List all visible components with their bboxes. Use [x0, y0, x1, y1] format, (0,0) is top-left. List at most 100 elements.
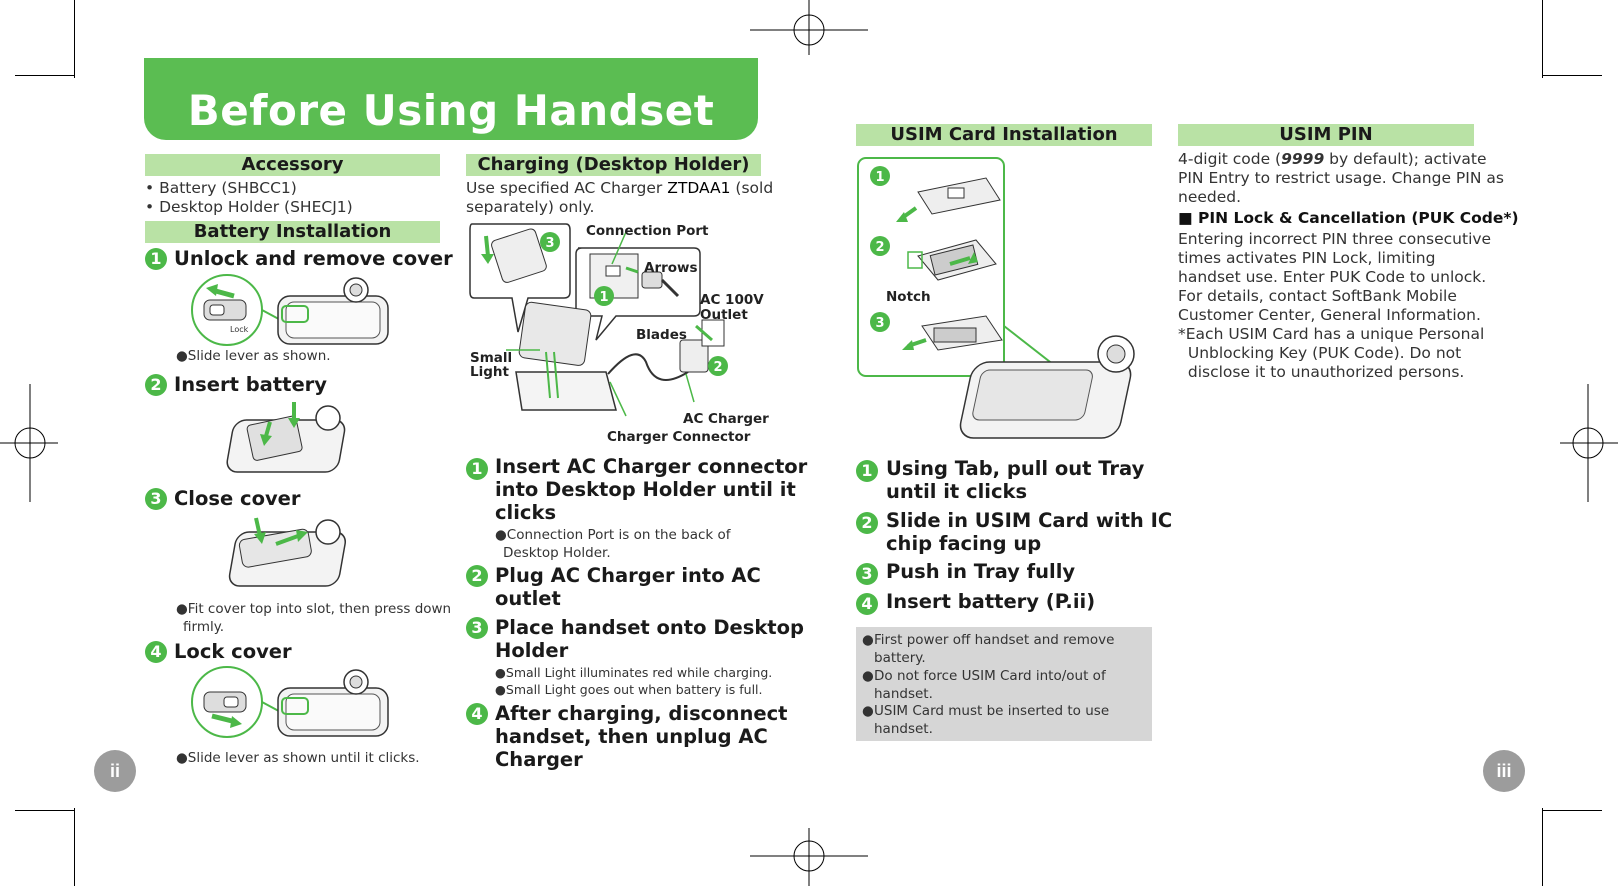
step-text: Insert AC Charger connector [495, 455, 808, 478]
lock-label: Lock [230, 325, 249, 334]
step-text: Insert battery [174, 373, 328, 396]
step-text: Place handset onto Desktop [495, 616, 804, 639]
usim-notes-box [856, 627, 1152, 741]
charging-heading: Charging (Desktop Holder) [466, 154, 761, 176]
step-number: 1 [466, 458, 488, 480]
note-text: handset. [874, 686, 933, 702]
step-note: ●Slide lever as shown. [176, 348, 331, 364]
small-light-label: Light [470, 364, 509, 380]
step-text: until it clicks [886, 480, 1028, 503]
default-pin: 9999 [1281, 150, 1325, 168]
step-number: 3 [856, 563, 878, 585]
note-bullet: ● [862, 668, 874, 684]
notch-label: Notch [886, 289, 931, 305]
lock-cover-illustration [191, 666, 389, 738]
step-note: Desktop Holder. [503, 545, 611, 561]
step-number: 1 [856, 460, 878, 482]
charger-model: ZTDAA1 [667, 179, 731, 197]
pin-lock-subheading: ■ PIN Lock & Cancellation (PUK Code*) [1178, 209, 1519, 227]
step-text: clicks [495, 501, 557, 524]
svg-text:2: 2 [713, 360, 722, 375]
page-title: Before Using Handset [187, 86, 715, 135]
note-bullet: ● [862, 632, 874, 648]
step-note: ●Fit cover top into slot, then press dow… [176, 601, 452, 617]
step-text: Plug AC Charger into AC [495, 564, 761, 587]
charging-intro-text: Use specified AC Charger [466, 179, 668, 197]
charging-intro-text: (sold [730, 179, 774, 197]
page-number-left: ii [94, 750, 136, 792]
step-text: Holder [495, 639, 569, 662]
usim-pin-heading: USIM PIN [1178, 124, 1474, 146]
ac-charger-label: AC Charger [683, 411, 769, 427]
pin-text-part: 4-digit code ( [1178, 150, 1282, 168]
step-text: Using Tab, pull out Tray [886, 457, 1145, 480]
small-light-label: Small [470, 350, 513, 366]
step-number: 1 [145, 248, 167, 270]
insert-battery-illustration [226, 402, 346, 473]
svg-text:1: 1 [599, 290, 608, 305]
crop-mark [74, 808, 75, 886]
step-text: Unlock and remove cover [174, 247, 453, 270]
step-text: chip facing up [886, 532, 1042, 555]
pin-body-line: disclose it to unauthorized persons. [1178, 363, 1465, 381]
step-note: firmly. [183, 619, 225, 635]
step-number: 4 [466, 703, 488, 725]
svg-text:3: 3 [875, 316, 884, 331]
crop-mark [1542, 808, 1543, 886]
step-number: 2 [145, 374, 167, 396]
pin-body-line: For details, contact SoftBank Mobile [1178, 287, 1457, 305]
step-number: 3 [145, 488, 167, 510]
charging-intro: separately) only. [466, 198, 595, 216]
charging-diagram: 3 1 2 [469, 223, 728, 417]
step-note: ●Slide lever as shown until it clicks. [176, 750, 420, 766]
step-text: Slide in USIM Card with IC [886, 509, 1173, 532]
battery-installation-heading: Battery Installation [145, 221, 440, 243]
svg-text:1: 1 [875, 170, 884, 185]
step-note: ●Connection Port is on the back of [495, 527, 731, 543]
pin-body-line: handset use. Enter PUK Code to unlock. [1178, 268, 1487, 286]
note-bullet: ● [862, 703, 874, 719]
pin-text-part: by default); activate [1324, 150, 1487, 168]
svg-text:3: 3 [545, 236, 554, 251]
accessory-item: • Battery (SHBCC1) [145, 179, 297, 197]
step-text: Push in Tray fully [886, 560, 1076, 583]
step-note: ●Small Light illuminates red while charg… [495, 665, 773, 680]
close-cover-illustration [228, 517, 347, 587]
pin-body-line: *Each USIM Card has a unique Personal [1178, 325, 1485, 343]
crop-mark [15, 810, 75, 811]
step-text: Charger [495, 748, 583, 771]
accessory-heading: Accessory [145, 154, 440, 176]
ac-outlet-label: Outlet [700, 307, 748, 323]
crop-mark [15, 75, 75, 76]
step-number: 2 [466, 565, 488, 587]
step-number: 2 [856, 512, 878, 534]
step-note: ●Small Light goes out when battery is fu… [495, 682, 763, 697]
step-number: 4 [856, 593, 878, 615]
step-text: After charging, disconnect [495, 702, 788, 725]
crop-mark [1542, 75, 1602, 76]
note-text: Do not force USIM Card into/out of [874, 668, 1106, 684]
connection-port-label: Connection Port [586, 223, 709, 239]
pin-text: needed. [1178, 188, 1242, 206]
blades-label: Blades [636, 327, 687, 343]
crop-mark [1542, 810, 1602, 811]
ac-outlet-label: AC 100V [700, 292, 764, 308]
step-text: handset, then unplug AC [495, 725, 768, 748]
pin-text: PIN Entry to restrict usage. Change PIN … [1178, 169, 1504, 187]
note-text: USIM Card must be inserted to use [874, 703, 1110, 719]
step-text: outlet [495, 587, 561, 610]
usim-installation-diagram: 1 2 3 [857, 157, 1135, 439]
charging-intro: Use specified AC Charger ZTDAA1 (sold [466, 179, 773, 198]
crop-mark [1542, 0, 1543, 78]
charger-connector-label: Charger Connector [607, 429, 751, 445]
note-text: First power off handset and remove [874, 632, 1115, 648]
step-text: Close cover [174, 487, 301, 510]
page-number-right: iii [1483, 750, 1525, 792]
pin-body-line: times activates PIN Lock, limiting [1178, 249, 1436, 267]
step-text: Lock cover [174, 640, 292, 663]
accessory-item: • Desktop Holder (SHECJ1) [145, 198, 353, 216]
step-text: Insert battery (P.ii) [886, 590, 1096, 613]
pin-body-line: Customer Center, General Information. [1178, 306, 1481, 324]
pin-body-line: Entering incorrect PIN three consecutive [1178, 230, 1492, 248]
